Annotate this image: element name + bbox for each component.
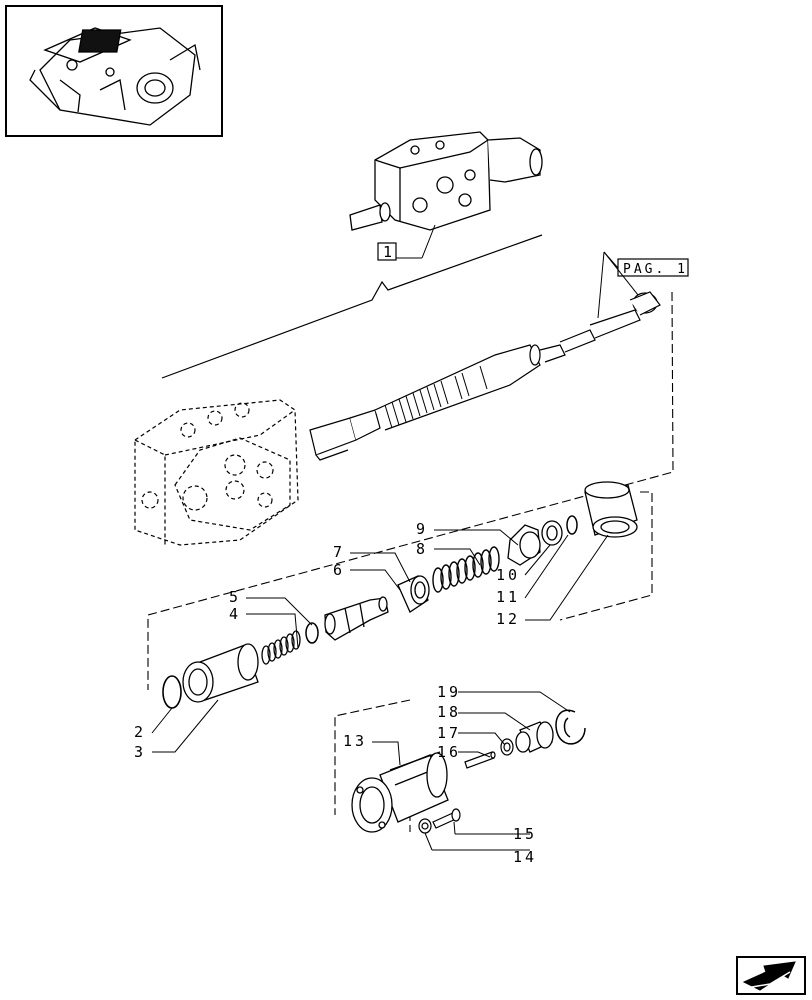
part-18-cap <box>515 721 554 753</box>
callout-19: 19 <box>437 683 461 701</box>
part-15-bolt <box>432 808 461 829</box>
callout-5: 5 <box>229 588 241 606</box>
overview-thumbnail[interactable] <box>5 5 223 137</box>
page-reference-label[interactable]: PAG. 1 <box>597 251 689 319</box>
callout-16: 16 <box>437 743 461 761</box>
callout-8: 8 <box>416 540 428 558</box>
callout-9: 9 <box>416 520 428 538</box>
part-4-spring <box>261 630 301 665</box>
part-13-cover <box>351 751 449 833</box>
callout-18: 18 <box>437 703 461 721</box>
part-3-sleeve <box>182 643 259 703</box>
part-11-ring <box>566 515 578 535</box>
part-14-washer <box>418 818 432 834</box>
section-bracket-line <box>161 234 543 379</box>
callout-12: 12 <box>496 610 520 628</box>
part-7-seat <box>397 575 430 613</box>
part-6-piston <box>324 596 389 641</box>
part-5-ring <box>305 622 319 644</box>
leader-lines <box>151 529 609 851</box>
part-9-cap <box>507 524 541 566</box>
assembly-reference-label: 1 <box>377 224 436 261</box>
callout-13: 13 <box>343 732 367 750</box>
callout-6: 6 <box>333 561 345 579</box>
part-2-ring <box>162 675 182 709</box>
next-page-arrow-icon[interactable] <box>736 956 806 995</box>
part-16-bolt <box>464 751 496 769</box>
part-10-washer <box>541 520 563 546</box>
part-12-sleeve <box>584 481 638 538</box>
valve-body-phantom <box>134 399 299 546</box>
callout-15: 15 <box>513 825 537 843</box>
part-8-spring <box>432 546 500 593</box>
callout-11: 11 <box>496 588 520 606</box>
callout-7: 7 <box>333 543 345 561</box>
svg-text:1: 1 <box>383 243 395 261</box>
callout-14: 14 <box>513 848 537 866</box>
callout-labels: 2 3 4 5 6 7 8 9 10 11 12 13 14 15 16 17 … <box>134 520 537 866</box>
part-17-washer <box>500 738 514 756</box>
valve-section-assembled <box>349 131 543 231</box>
callout-3: 3 <box>134 743 146 761</box>
callout-17: 17 <box>437 724 461 742</box>
subassembly-bracket-upper <box>147 291 674 690</box>
svg-text:PAG. 1: PAG. 1 <box>623 262 688 277</box>
callout-10: 10 <box>496 566 520 584</box>
valve-assembly-thumbnail-icon <box>29 27 201 126</box>
part-19-snap-ring <box>555 709 586 745</box>
control-spool <box>309 291 661 461</box>
callout-4: 4 <box>229 605 241 623</box>
callout-2: 2 <box>134 723 146 741</box>
